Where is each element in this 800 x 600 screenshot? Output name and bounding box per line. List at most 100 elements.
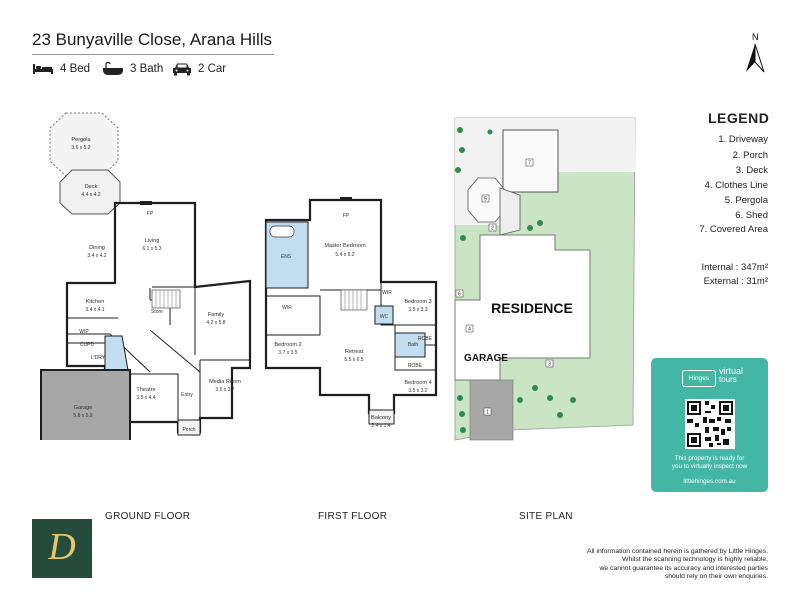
family-name: Family [208, 312, 225, 318]
tour-line-2: you to virtually inspect now [671, 463, 748, 470]
marker-3: 3 [545, 359, 554, 368]
disclaimer-line: should rely on their own enquiries. [664, 572, 768, 580]
garage-dims: 5.8 x 5.9 [73, 413, 92, 419]
media-dims: 3.5 x 3.7 [215, 387, 234, 393]
address-divider [32, 54, 274, 55]
tours-brand-text: tours [719, 375, 737, 384]
laundry-area [104, 335, 129, 371]
residence-label: RESIDENCE [491, 300, 573, 316]
tour-url-link[interactable]: littlehinges.com.au [683, 478, 736, 485]
ground-fp-label: FP [147, 211, 154, 217]
marker-2: 2 [488, 223, 497, 232]
internal-area-label: Internal [701, 262, 734, 273]
site-plan: 1 2 3 4 5 6 7 RESIDENCE GARAGE [454, 117, 636, 441]
bed4-dims: 3.5 x 3.2 [408, 388, 427, 394]
legend-item: 2. Porch [732, 150, 768, 161]
bed3-name: Bedroom 3 [404, 299, 431, 305]
disclaimer-line: Whilst the scanning technology is highly… [622, 556, 768, 564]
svg-text:4: 4 [468, 327, 471, 333]
external-area: External : 31m² [704, 276, 768, 287]
kitchen-dims: 3.4 x 4.1 [85, 307, 104, 313]
car-count: 2 Car [198, 63, 227, 75]
theatre-dims: 3.5 x 4.4 [136, 395, 155, 401]
legend-item: 3. Deck [735, 165, 768, 176]
master-dims: 5.4 x 6.2 [335, 252, 354, 258]
pergola-name: Pergola [71, 137, 91, 143]
first-stairs [340, 289, 368, 311]
garage-name: Garage [74, 405, 93, 411]
porch-area [177, 419, 201, 436]
entry-label: Entry [181, 392, 193, 398]
site-trees [455, 127, 576, 433]
disclaimer: All information contained herein is gath… [560, 548, 768, 581]
site-plan-caption: SITE PLAN [519, 511, 573, 522]
porch-label: Porch [182, 427, 195, 433]
robe2-label: ROBE [418, 336, 433, 342]
deck-area [59, 169, 121, 215]
property-address: 23 Bunyaville Close, Arana Hills [32, 30, 273, 49]
bath-icon [103, 62, 123, 75]
virtual-brand-text: virtual [719, 366, 744, 376]
virtual-tour-card[interactable]: Hinges virtual tours This property is re… [651, 358, 768, 492]
dining-dims: 3.4 x 4.2 [87, 253, 106, 259]
car-icon [173, 63, 191, 76]
first-fp-label: FP [343, 213, 350, 219]
deck-dims: 4.4 x 4.2 [81, 192, 100, 198]
marker-7: 7 [525, 158, 534, 167]
pergola-dims: 3.6 x 5.2 [71, 145, 90, 151]
bath-label: Bath [408, 342, 419, 348]
tour-line-1: This property is ready for [674, 455, 745, 462]
brand-logo: D [32, 519, 92, 578]
svg-text:5: 5 [484, 197, 487, 203]
laundry-label: L'DRY [91, 355, 106, 361]
robe-label: ROBE [408, 363, 423, 369]
bed2-name: Bedroom 2 [274, 342, 301, 348]
marker-1: 1 [483, 407, 492, 416]
legend-item: 7. Covered Area [699, 224, 768, 235]
marker-4: 4 [465, 324, 474, 333]
media-name: Media Room [209, 379, 241, 385]
feature-bed: 4 Bed [32, 62, 90, 75]
ground-floor-plan: FP Pergola 3.6 x 5.2 Deck 4.4 x 4.2 Dini… [40, 112, 252, 440]
balcony-name: Balcony [371, 415, 391, 421]
retreat-dims: 5.5 x 6.5 [344, 357, 363, 363]
first-floor-plan: FP Master Bedroom 5.4 x 6.2 Bedroom 2 3.… [264, 197, 438, 429]
bath-count: 3 Bath [130, 63, 164, 75]
theatre-name: Theatre [136, 387, 155, 393]
qr-code-icon[interactable] [685, 399, 735, 449]
external-area-label: External [703, 276, 739, 287]
living-dims: 6.1 x 5.3 [142, 246, 161, 252]
legend-item: 1. Driveway [718, 134, 768, 145]
floor-plans: .w { fill:none; stroke:#1e1e1e; stroke-w… [40, 112, 438, 440]
balcony-area [368, 409, 395, 425]
svg-text:2: 2 [491, 226, 494, 232]
internal-area: Internal : 347m² [701, 262, 768, 273]
wir2-label: WIR [382, 290, 392, 296]
north-compass-icon: N [746, 32, 765, 73]
ground-floor-caption: GROUND FLOOR [105, 511, 191, 522]
wip-label: WIP [79, 329, 89, 335]
cupd-label: CUPD [80, 342, 95, 348]
garage-area [40, 369, 131, 440]
wc-label: WC [380, 314, 389, 320]
master-name: Master Bedroom [324, 243, 366, 249]
bed4-name: Bedroom 4 [404, 380, 431, 386]
living-name: Living [145, 238, 160, 244]
feature-car: 2 Car [172, 62, 226, 76]
bed-icon [33, 64, 53, 74]
wir-label: WIR [282, 305, 292, 311]
bed3-dims: 3.5 x 3.3 [408, 307, 427, 313]
bathtub-icon [269, 225, 295, 238]
site-garage-label: GARAGE [464, 353, 508, 364]
retreat-name: Retreat [345, 349, 364, 355]
family-dims: 4.2 x 5.8 [206, 320, 225, 326]
feature-bath: 3 Bath [102, 62, 163, 76]
hinges-logo-box: Hinges [682, 370, 716, 387]
legend-title: LEGEND [708, 110, 770, 126]
legend-item: 5. Pergola [724, 195, 768, 206]
bed-count: 4 Bed [60, 62, 91, 75]
site-driveway [469, 379, 514, 441]
balcony-dims: 2.4 x 1.4 [371, 423, 390, 429]
legend-item: 6. Shed [735, 210, 768, 221]
bathroom-area [394, 332, 426, 358]
